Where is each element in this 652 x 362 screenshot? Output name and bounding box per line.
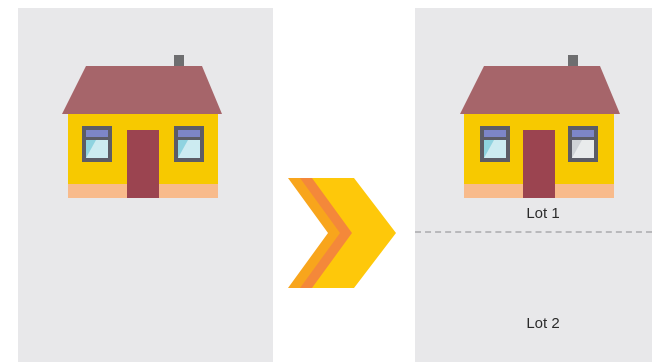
roof [62,66,222,114]
lot-1-label: Lot 1 [483,205,603,222]
window-right [568,126,598,162]
lot-divider-line [415,231,652,233]
lot-2-label: Lot 2 [483,315,603,332]
chevron-right-icon [288,178,400,288]
roof [460,66,620,114]
house-before-icon [62,50,222,200]
door [127,130,159,198]
window-left [480,126,510,162]
house-after-icon [460,50,620,200]
door [523,130,555,198]
window-left [82,126,112,162]
window-right [174,126,204,162]
